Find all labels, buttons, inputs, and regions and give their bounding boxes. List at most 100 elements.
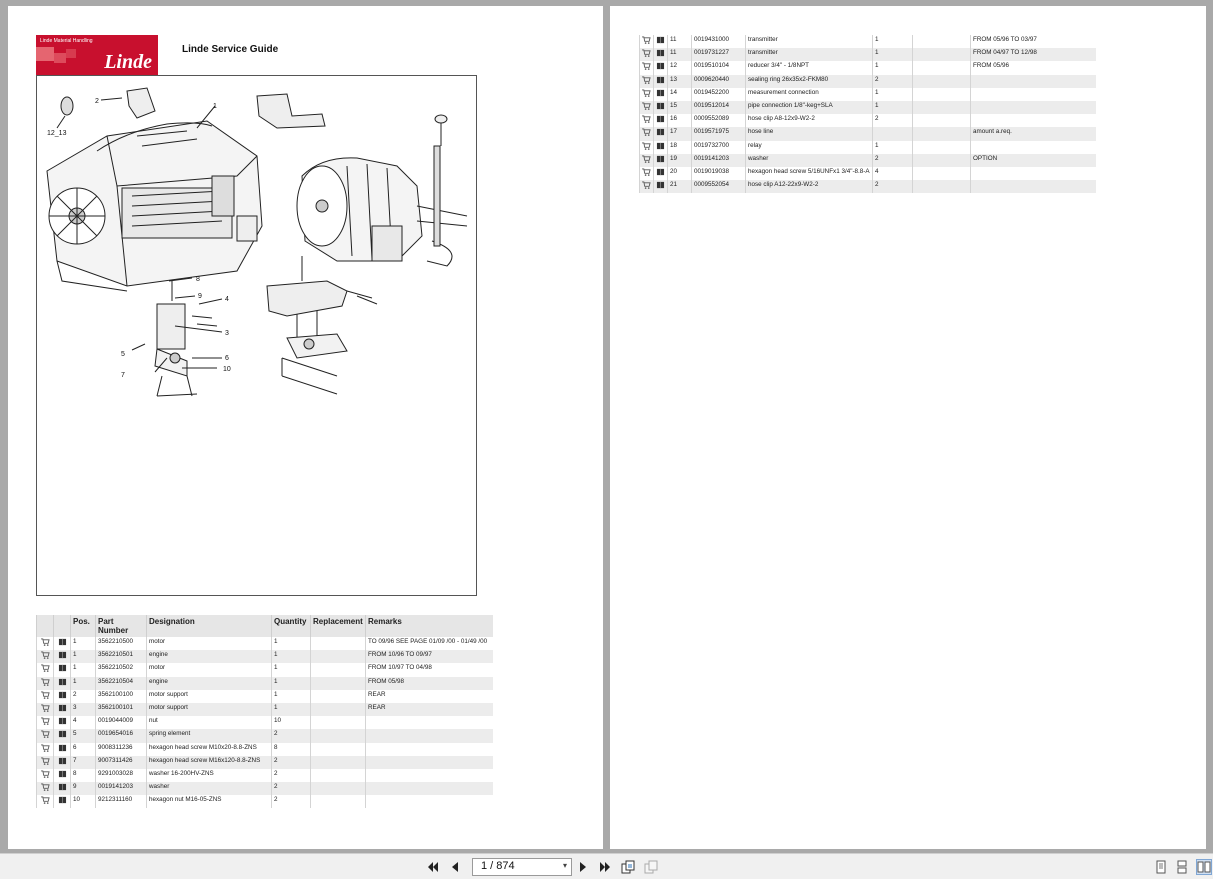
- cart-icon: [40, 678, 50, 686]
- view-document-button[interactable]: [653, 127, 668, 141]
- cell-remarks: [365, 782, 493, 796]
- add-to-cart-button[interactable]: [36, 702, 54, 717]
- view-document-button[interactable]: [653, 87, 668, 101]
- book-icon: [58, 704, 67, 712]
- add-to-cart-button[interactable]: [639, 48, 654, 62]
- cell-pos: 8: [70, 768, 96, 783]
- view-document-button[interactable]: [653, 48, 668, 62]
- view-document-button[interactable]: [53, 729, 71, 743]
- next-page-icon[interactable]: [576, 860, 590, 874]
- cell-designation: transmitter: [745, 35, 873, 49]
- book-icon: [58, 665, 67, 672]
- add-to-cart-button[interactable]: [639, 61, 654, 75]
- page-number-select[interactable]: 1 / 874 ▾: [472, 858, 572, 876]
- view-document-button[interactable]: [653, 114, 668, 128]
- cell-replacement: [912, 35, 971, 49]
- add-to-cart-button[interactable]: [639, 127, 654, 141]
- view-document-button[interactable]: [53, 742, 71, 756]
- continuous-view-icon[interactable]: [1175, 860, 1189, 874]
- prev-page-icon[interactable]: [448, 860, 462, 874]
- two-page-view-icon[interactable]: [1196, 859, 1212, 875]
- cart-icon: [40, 651, 50, 660]
- logo-wordmark: Linde: [104, 51, 152, 73]
- add-to-cart-button[interactable]: [36, 663, 54, 677]
- view-document-button[interactable]: [53, 768, 71, 783]
- cell-part-number: 3562210502: [95, 663, 147, 677]
- view-document-button[interactable]: [53, 637, 71, 651]
- view-document-button[interactable]: [53, 795, 71, 809]
- cell-pos: 20: [667, 166, 692, 181]
- add-to-cart-button[interactable]: [639, 74, 654, 88]
- cell-part-number: 9291003028: [95, 768, 147, 783]
- view-document-button[interactable]: [53, 716, 71, 730]
- add-to-cart-button[interactable]: [36, 742, 54, 756]
- single-page-view-icon[interactable]: [1154, 860, 1168, 874]
- view-document-button[interactable]: [653, 140, 668, 154]
- chevron-down-icon: ▾: [562, 861, 567, 870]
- view-document-button[interactable]: [653, 180, 668, 194]
- add-to-cart-button[interactable]: [36, 650, 54, 664]
- add-to-cart-button[interactable]: [36, 729, 54, 743]
- add-to-cart-button[interactable]: [36, 755, 54, 769]
- add-to-cart-button[interactable]: [639, 180, 654, 194]
- add-to-cart-button[interactable]: [639, 140, 654, 154]
- add-to-cart-button[interactable]: [36, 782, 54, 796]
- cell-remarks: [970, 100, 1096, 115]
- cell-pos: 10: [70, 795, 96, 809]
- copy-page-icon[interactable]: [621, 860, 635, 874]
- view-document-button[interactable]: [53, 676, 71, 690]
- first-page-icon[interactable]: [426, 860, 440, 874]
- view-document-button[interactable]: [53, 755, 71, 769]
- view-document-button[interactable]: [653, 166, 668, 181]
- book-icon: [656, 76, 665, 83]
- add-to-cart-button[interactable]: [36, 689, 54, 703]
- view-document-button[interactable]: [53, 663, 71, 677]
- cart-icon: [642, 102, 651, 110]
- add-to-cart-button[interactable]: [639, 166, 654, 181]
- view-document-button[interactable]: [53, 650, 71, 664]
- add-to-cart-button[interactable]: [639, 35, 654, 49]
- add-to-cart-button[interactable]: [639, 153, 654, 167]
- view-document-button[interactable]: [653, 153, 668, 167]
- cell-designation: hexagon head screw M10x20-8.8-ZNS: [146, 742, 272, 756]
- cell-quantity: 1: [271, 663, 311, 677]
- cell-pos: 1: [70, 676, 96, 690]
- view-document-button[interactable]: [653, 74, 668, 88]
- cell-pos: 12: [667, 61, 692, 75]
- view-document-button[interactable]: [653, 61, 668, 75]
- add-to-cart-button[interactable]: [36, 637, 54, 651]
- view-document-button[interactable]: [53, 782, 71, 796]
- callout-5: 5: [121, 351, 125, 358]
- add-to-cart-button[interactable]: [36, 768, 54, 783]
- add-to-cart-button[interactable]: [639, 100, 654, 115]
- cell-part-number: 0019510104: [691, 61, 746, 75]
- compare-page-icon[interactable]: [644, 860, 658, 874]
- book-icon: [656, 50, 665, 57]
- cell-part-number: 0019512014: [691, 100, 746, 115]
- add-to-cart-button[interactable]: [36, 716, 54, 730]
- view-document-button[interactable]: [653, 100, 668, 115]
- add-to-cart-button[interactable]: [36, 795, 54, 809]
- add-to-cart-button[interactable]: [639, 87, 654, 101]
- add-to-cart-button[interactable]: [639, 114, 654, 128]
- last-page-icon[interactable]: [598, 860, 612, 874]
- cell-replacement: [310, 689, 366, 703]
- book-icon: [58, 797, 67, 804]
- view-document-button[interactable]: [53, 689, 71, 703]
- cell-remarks: FROM 10/96 TO 09/97: [365, 650, 493, 664]
- callout-9: 9: [198, 293, 202, 300]
- cell-part-number: 9212311160: [95, 795, 147, 809]
- add-to-cart-button[interactable]: [36, 676, 54, 690]
- view-document-button[interactable]: [653, 35, 668, 49]
- view-document-button[interactable]: [53, 702, 71, 717]
- cell-designation: motor support: [146, 689, 272, 703]
- cell-part-number: 0019044009: [95, 716, 147, 730]
